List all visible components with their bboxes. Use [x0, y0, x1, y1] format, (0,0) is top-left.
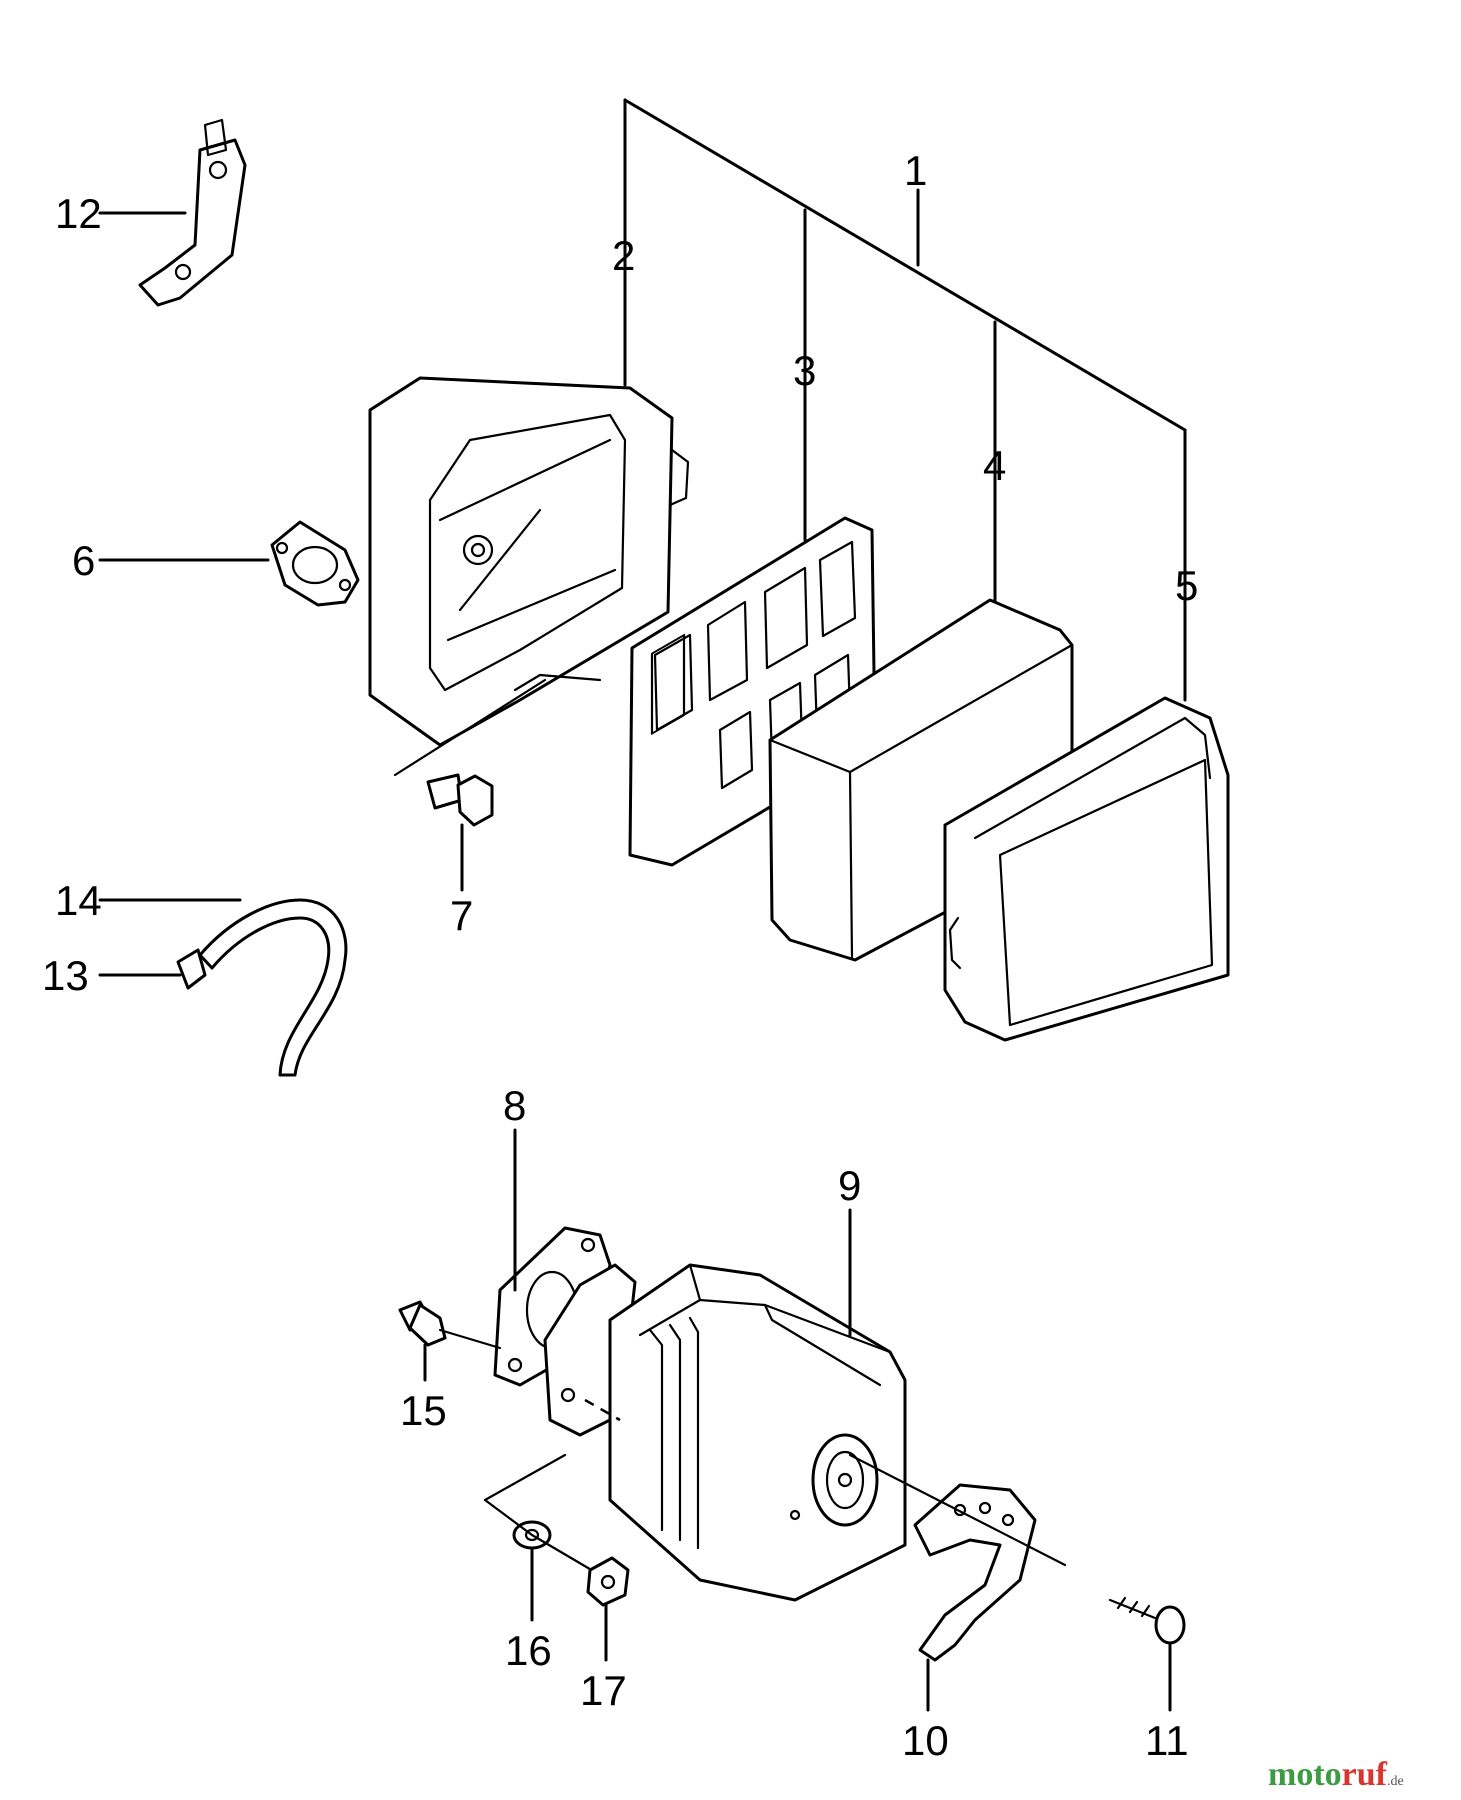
part-15-stud — [398, 1300, 502, 1382]
label-13: 13 — [42, 952, 89, 999]
label-1: 1 — [904, 147, 927, 194]
watermark-suffix: .de — [1387, 1774, 1404, 1789]
part-13-clamp — [98, 948, 207, 990]
label-14: 14 — [55, 877, 102, 924]
part-17-nut — [586, 1556, 630, 1662]
watermark-part2: ruf — [1342, 1756, 1388, 1793]
label-4: 4 — [983, 442, 1006, 489]
part-2-air-cleaner-base — [368, 376, 690, 777]
label-8: 8 — [503, 1082, 526, 1129]
part-6-gasket — [98, 520, 360, 607]
label-12: 12 — [55, 190, 102, 237]
label-5: 5 — [1175, 562, 1198, 609]
label-7: 7 — [450, 892, 473, 939]
label-9: 9 — [838, 1162, 861, 1209]
label-16: 16 — [505, 1627, 552, 1674]
part-11-screw — [1108, 1596, 1186, 1712]
label-10: 10 — [902, 1717, 949, 1764]
part-10-heat-shield — [848, 1453, 1067, 1712]
label-3: 3 — [793, 347, 816, 394]
part-9-muffler — [483, 1208, 907, 1602]
label-2: 2 — [612, 232, 635, 279]
part-16-washer — [483, 1498, 602, 1622]
label-11: 11 — [1145, 1717, 1189, 1764]
watermark-part1: moto — [1268, 1756, 1342, 1793]
part-5-cover — [943, 696, 1230, 1042]
assembly-bracket — [623, 98, 1187, 702]
watermark-logo: motoruf.de — [1268, 1756, 1404, 1793]
part-7-bolt — [426, 773, 494, 892]
svg-text:motoruf.de: motoruf.de — [1268, 1756, 1404, 1793]
part-12-bracket — [98, 118, 247, 307]
label-17: 17 — [580, 1667, 627, 1714]
label-6: 6 — [72, 537, 95, 584]
part-14-hose — [98, 898, 348, 1077]
label-15: 15 — [400, 1387, 447, 1434]
